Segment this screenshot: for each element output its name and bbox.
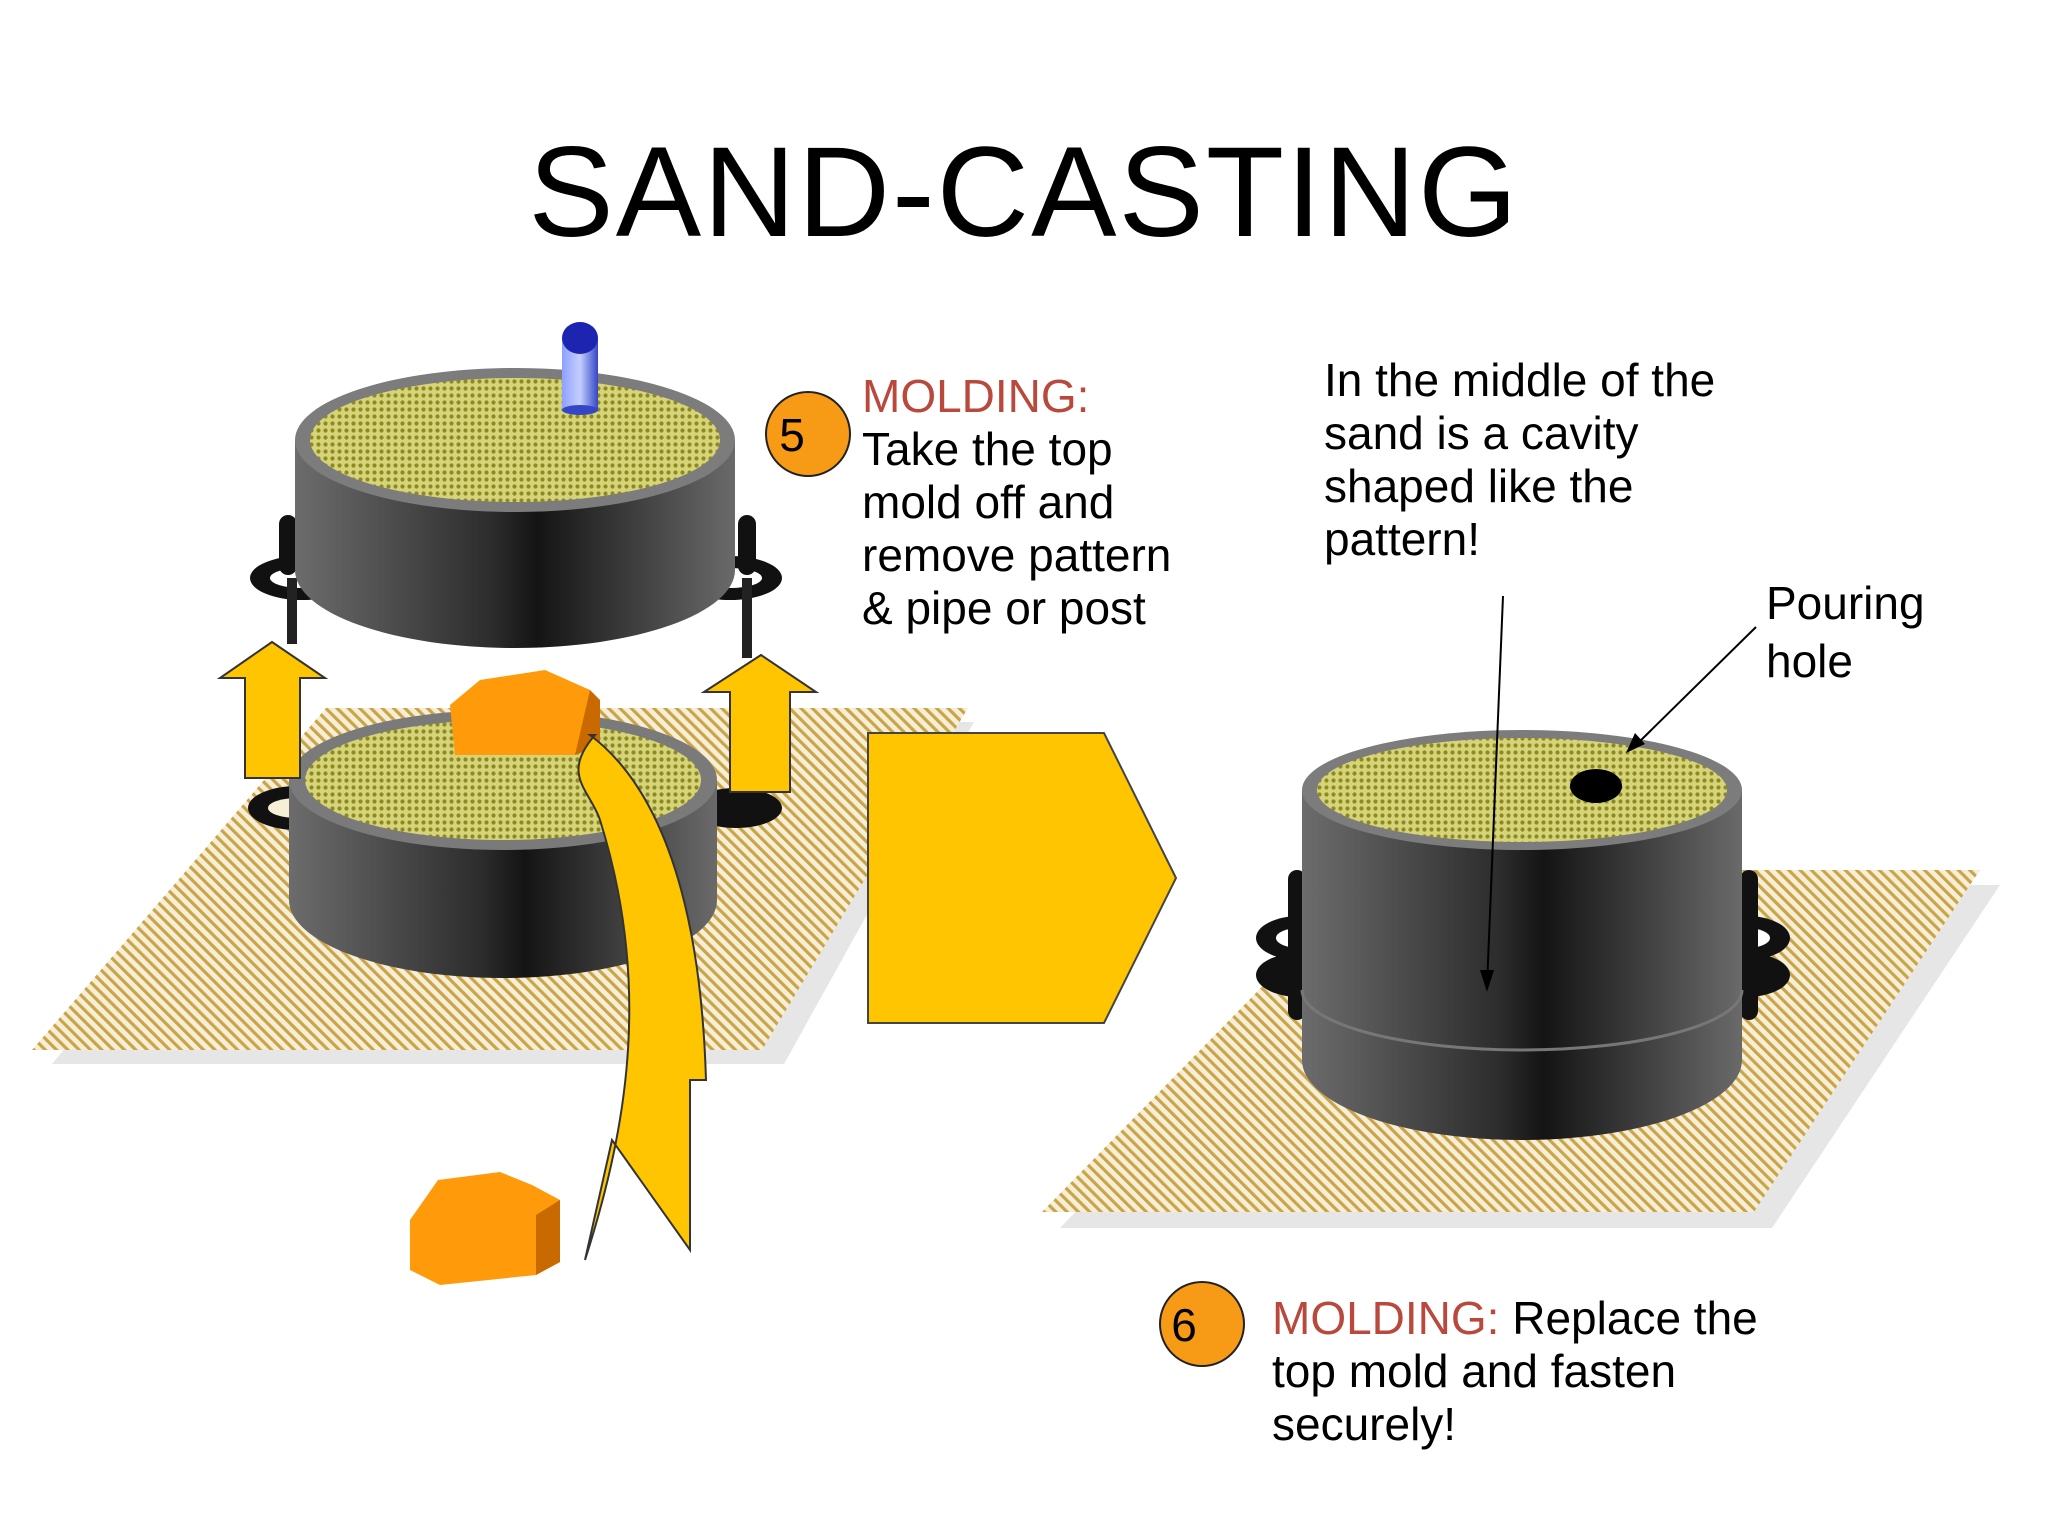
step6-heading: MOLDING: [1272, 1292, 1500, 1344]
cavity-note: In the middle of the sand is a cavity sh… [1324, 354, 1715, 566]
step5-badge-icon [765, 391, 851, 477]
step6-line-1: Replace the [1512, 1292, 1758, 1344]
lift-arrow-left-icon [216, 640, 329, 779]
step5-line-2: mold off and [862, 476, 1115, 528]
step6-line-3: securely! [1272, 1398, 1457, 1450]
forward-arrow-icon [867, 732, 1178, 1024]
cavity-leader-line [1486, 595, 1504, 987]
pouring-hole-leader-line [1633, 626, 1757, 748]
cavity-note-line-3: shaped like the [1324, 460, 1634, 512]
pouring-hole-label: Pouring hole [1766, 574, 1925, 690]
pattern-block-on-mold [450, 670, 600, 755]
closed-mold [1300, 730, 1744, 1140]
step5-heading: MOLDING: [862, 370, 1090, 422]
page-title: SAND-CASTING [528, 121, 1520, 264]
step6-number: 6 [1171, 1299, 1197, 1351]
step5-line-4: & pipe or post [862, 582, 1146, 634]
pouring-label-line-1: Pouring [1766, 577, 1925, 629]
step5-description: MOLDING: Take the top mold off and remov… [862, 370, 1171, 635]
cavity-note-line-2: sand is a cavity [1324, 407, 1639, 459]
pouring-label-line-2: hole [1766, 635, 1853, 687]
cavity-note-line-4: pattern! [1324, 513, 1480, 565]
leader-lines [1480, 595, 1757, 992]
step5-line-1: Take the top [862, 423, 1113, 475]
step6-line-2: top mold and fasten [1272, 1345, 1677, 1397]
lift-arrow-right-icon [700, 653, 820, 793]
removed-pattern-block [410, 1172, 560, 1285]
step6-description: MOLDING: Replace the top mold and fasten… [1272, 1292, 1758, 1451]
cavity-note-line-1: In the middle of the [1324, 354, 1716, 406]
cope-flask [295, 368, 735, 648]
pouring-hole-icon [1570, 769, 1622, 803]
step5-line-3: remove pattern [862, 529, 1172, 581]
sprue-post [562, 322, 598, 415]
step5-number: 5 [779, 409, 805, 461]
curved-arrow-icon [577, 734, 708, 1261]
step6-badge-icon [1159, 1281, 1245, 1367]
